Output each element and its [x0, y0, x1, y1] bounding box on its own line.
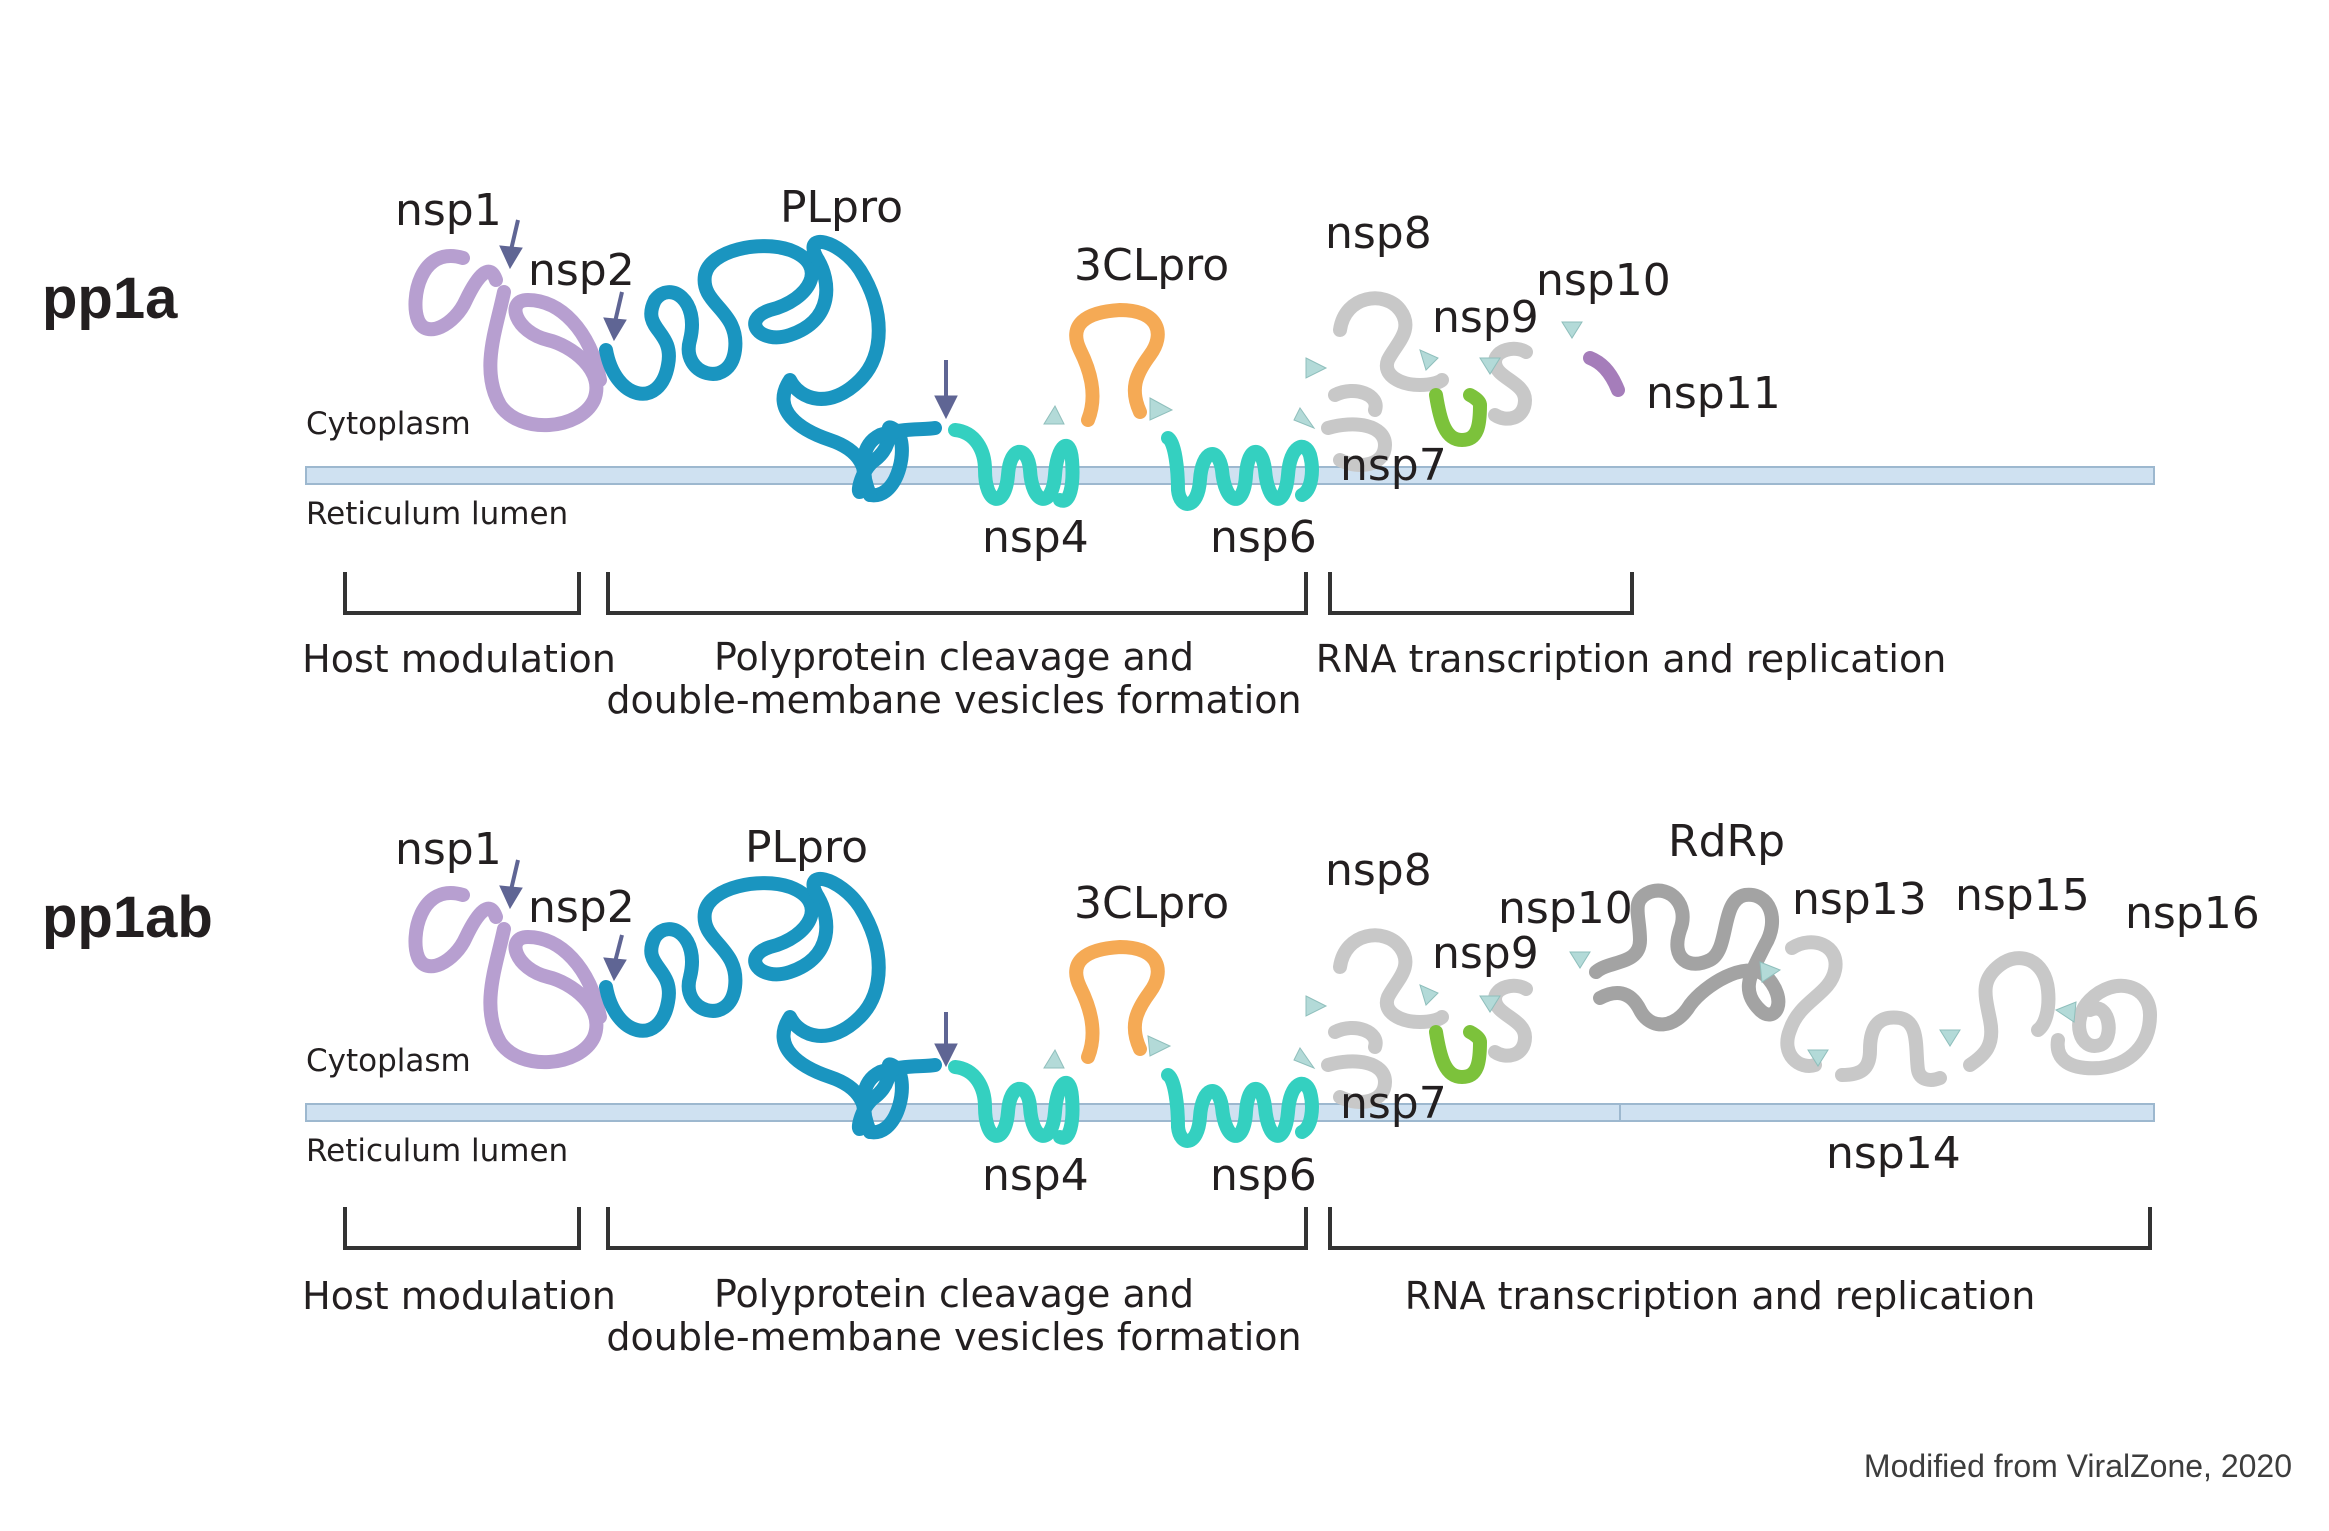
- label-nsp6: nsp6: [1210, 1150, 1317, 1201]
- label-nsp14: nsp14: [1826, 1128, 1961, 1179]
- label-nsp9: nsp9: [1432, 292, 1539, 343]
- group-rna: RNA transcription and replication: [1405, 1274, 2036, 1318]
- label-nsp1: nsp1: [395, 824, 502, 875]
- nsp14-chain: [1835, 1010, 1947, 1087]
- credit-text: Modified from ViralZone, 2020: [1864, 1448, 2292, 1484]
- cytoplasm-label: Cytoplasm: [306, 406, 471, 442]
- label-nsp13: nsp13: [1792, 874, 1927, 925]
- nsp15-chain: [1963, 951, 2056, 1072]
- label-nsp6: nsp6: [1210, 512, 1317, 563]
- panel-pp1a: pp1a nsp1 nsp2 PLpro 3CLpro nsp4 nsp6 ns…: [42, 182, 2154, 722]
- label-nsp1: nsp1: [395, 185, 502, 236]
- group-cleavage-line1: Polyprotein cleavage and: [714, 635, 1194, 679]
- label-nsp16: nsp16: [2125, 888, 2260, 939]
- group-cleavage-line2: double-membane vesicles formation: [606, 1315, 1301, 1359]
- group-cleavage-line1: Polyprotein cleavage and: [714, 1272, 1194, 1316]
- bracket-cleavage: [606, 1207, 1308, 1250]
- label-nsp4: nsp4: [982, 512, 1089, 563]
- panel-title: pp1a: [42, 266, 178, 331]
- group-host: Host modulation: [302, 1274, 616, 1318]
- bracket-host: [343, 1207, 581, 1250]
- label-nsp10: nsp10: [1498, 883, 1633, 934]
- label-3clpro: 3CLpro: [1074, 878, 1229, 929]
- group-rna: RNA transcription and replication: [1316, 637, 1947, 681]
- nsp13-chain: [1780, 935, 1843, 1073]
- label-nsp15: nsp15: [1955, 870, 2090, 921]
- label-plpro: PLpro: [780, 182, 903, 233]
- label-nsp8: nsp8: [1325, 845, 1432, 896]
- group-cleavage-line2: double-membane vesicles formation: [606, 678, 1301, 722]
- cytoplasm-label: Cytoplasm: [306, 1043, 471, 1079]
- cleavage-triangle: [1043, 321, 1583, 430]
- label-nsp7: nsp7: [1340, 1078, 1447, 1129]
- bracket-rna: [1328, 1207, 2152, 1250]
- panel-title: pp1ab: [42, 885, 213, 950]
- label-nsp8: nsp8: [1325, 208, 1432, 259]
- label-nsp4: nsp4: [982, 1150, 1089, 1201]
- bracket-host: [343, 572, 581, 615]
- nsp16-chain: [2050, 978, 2157, 1076]
- cleavage-arrow: [499, 859, 958, 1068]
- cleavage-triangle: [1043, 951, 2077, 1070]
- label-nsp2: nsp2: [528, 245, 635, 296]
- label-nsp11: nsp11: [1646, 368, 1781, 419]
- label-plpro: PLpro: [745, 822, 868, 873]
- label-rdrp: RdRp: [1668, 816, 1785, 867]
- label-3clpro: 3CLpro: [1074, 240, 1229, 291]
- label-nsp10: nsp10: [1536, 255, 1671, 306]
- lumen-label: Reticulum lumen: [306, 496, 568, 532]
- label-nsp2: nsp2: [528, 882, 635, 933]
- rdrp-chain: [1589, 883, 1786, 1032]
- label-nsp9: nsp9: [1432, 928, 1539, 979]
- bracket-cleavage: [606, 572, 1308, 615]
- lumen-label: Reticulum lumen: [306, 1133, 568, 1169]
- cleavage-arrow: [499, 219, 958, 420]
- group-host: Host modulation: [302, 637, 616, 681]
- label-nsp7: nsp7: [1340, 440, 1447, 491]
- panel-pp1ab: pp1ab: [42, 816, 2260, 1359]
- nsp11-chain: [1583, 351, 1625, 397]
- bracket-rna: [1328, 572, 1634, 615]
